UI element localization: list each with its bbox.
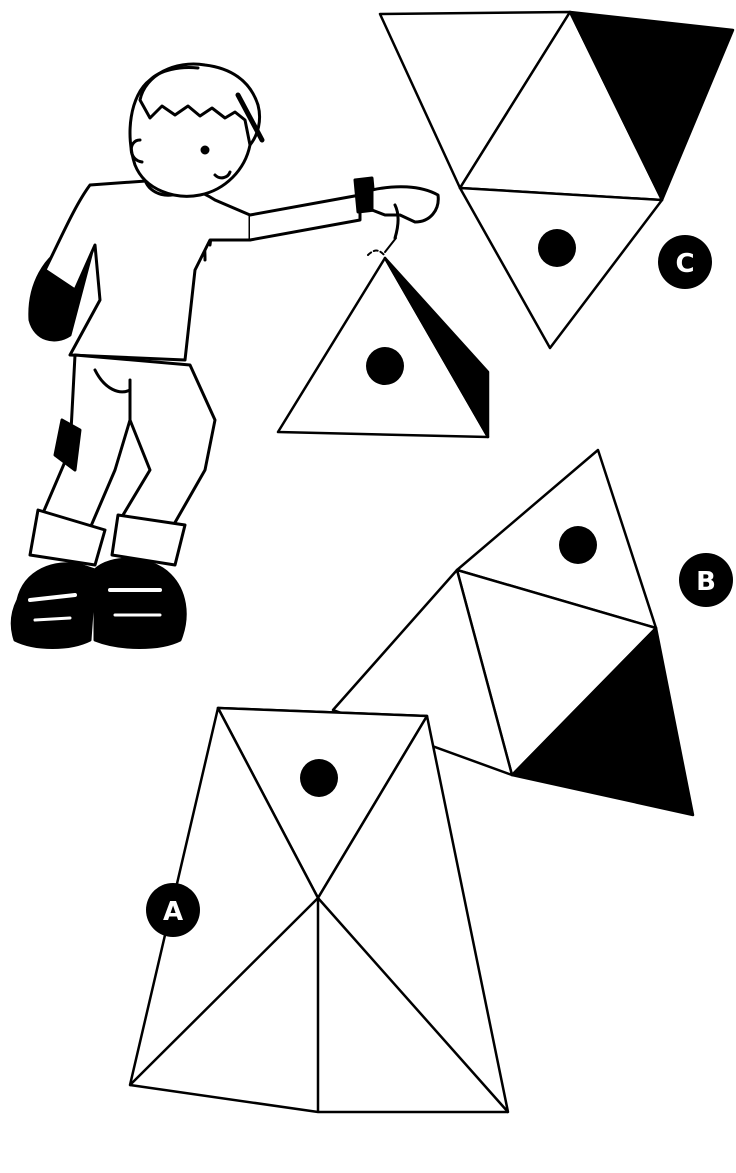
dot-icon bbox=[538, 229, 576, 267]
option-badge-b[interactable]: B bbox=[679, 553, 733, 607]
dot-icon bbox=[559, 526, 597, 564]
option-badge-a[interactable]: A bbox=[146, 883, 200, 937]
option-label-c: C bbox=[675, 249, 694, 279]
dot-icon bbox=[300, 759, 338, 797]
dot-icon bbox=[366, 347, 404, 385]
tetrahedron-icon bbox=[278, 258, 488, 437]
net-option-c bbox=[380, 12, 733, 348]
option-label-b: B bbox=[696, 567, 716, 597]
option-badge-c[interactable]: C bbox=[658, 235, 712, 289]
option-label-a: A bbox=[163, 897, 183, 927]
